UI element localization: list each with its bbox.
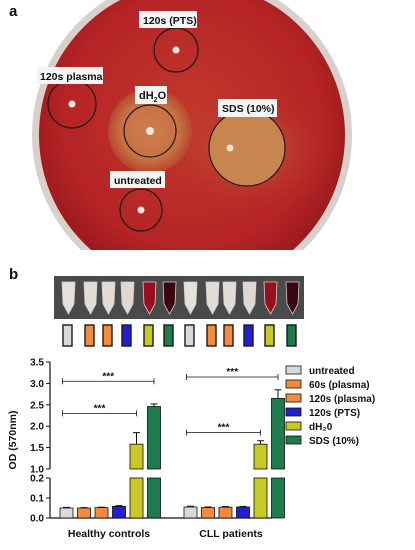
y-tick-label: 0.2 bbox=[30, 474, 44, 485]
legend-label: dH₂0 bbox=[309, 422, 333, 433]
tubes-image bbox=[54, 276, 304, 347]
untreated-well bbox=[137, 206, 145, 214]
significance-label: *** bbox=[218, 423, 230, 434]
chart-legend: untreated 60s (plasma) 120s (plasma) 120s (… bbox=[285, 365, 375, 447]
swatch bbox=[102, 324, 113, 347]
bar bbox=[236, 506, 250, 519]
bar bbox=[253, 443, 268, 470]
bar bbox=[271, 477, 285, 519]
label-pts: 120s (PTS) bbox=[143, 15, 197, 27]
label-dh2o-sub: 2 bbox=[154, 97, 158, 104]
legend-label: 120s (PTS) bbox=[309, 408, 360, 419]
tube bbox=[285, 281, 300, 315]
bar bbox=[218, 506, 233, 519]
bar bbox=[271, 397, 285, 470]
tube-group bbox=[61, 281, 300, 315]
chart-significance: *** *** *** *** bbox=[62, 367, 279, 436]
legend-swatch bbox=[285, 407, 302, 417]
swatch bbox=[243, 324, 254, 347]
tube bbox=[61, 281, 76, 315]
swatch bbox=[206, 324, 217, 347]
x-category-label: Healthy controls bbox=[68, 528, 150, 540]
legend-label: 60s (plasma) bbox=[309, 380, 370, 391]
label-dh2o: dH2O bbox=[139, 90, 167, 104]
label-dh2o-tail: O bbox=[158, 90, 167, 102]
label-box-untreated bbox=[110, 171, 165, 188]
legend-swatch bbox=[285, 379, 302, 389]
swatch bbox=[163, 324, 174, 347]
y-tick-label: 2.5 bbox=[30, 400, 44, 411]
swatch bbox=[62, 324, 73, 347]
legend-label: untreated bbox=[309, 366, 355, 377]
label-box-dh2o bbox=[135, 86, 167, 104]
bar bbox=[129, 443, 144, 470]
petri-dish-image: 120s (PTS) 120s plasma dH2O SDS (10%) un… bbox=[32, 0, 352, 250]
bar bbox=[147, 406, 161, 470]
tube bbox=[142, 281, 157, 315]
tube bbox=[263, 281, 278, 315]
y-tick-label: 1.5 bbox=[30, 443, 44, 454]
bar bbox=[59, 507, 74, 519]
tube bbox=[183, 281, 198, 315]
label-sds: SDS (10%) bbox=[222, 103, 275, 115]
y-tick-label: 0.0 bbox=[30, 514, 44, 525]
label-box-pts bbox=[139, 11, 197, 28]
y-tick-label: 3.5 bbox=[30, 358, 44, 369]
swatch bbox=[223, 324, 234, 347]
legend-swatch bbox=[285, 365, 302, 375]
legend-label: SDS (10%) bbox=[309, 436, 359, 447]
sds-well bbox=[226, 144, 234, 152]
bar bbox=[77, 507, 91, 519]
tube bbox=[162, 281, 177, 315]
panel-a-letter: a bbox=[9, 3, 18, 20]
swatch bbox=[184, 324, 195, 347]
swatch bbox=[121, 324, 132, 347]
swatch bbox=[143, 324, 154, 347]
bar bbox=[253, 477, 268, 519]
bar bbox=[94, 507, 109, 519]
tube bbox=[205, 281, 220, 315]
panel-b-letter: b bbox=[9, 266, 19, 283]
legend-swatch bbox=[285, 435, 302, 445]
untreated-well-ring bbox=[119, 188, 163, 232]
plasma-well bbox=[68, 100, 76, 108]
bar bbox=[147, 477, 161, 519]
bar bbox=[112, 505, 126, 519]
swatch bbox=[84, 324, 95, 347]
bar bbox=[201, 507, 215, 519]
label-dh2o-main: dH bbox=[139, 90, 154, 102]
y-tick-label: 1.0 bbox=[30, 465, 44, 476]
tube bbox=[222, 281, 237, 315]
label-box-plasma bbox=[37, 67, 103, 84]
significance-label: *** bbox=[94, 403, 106, 414]
label-plasma: 120s plasma bbox=[40, 71, 103, 83]
swatch bbox=[286, 324, 297, 347]
y-tick-label: 3.0 bbox=[30, 379, 44, 390]
tube bbox=[83, 281, 98, 315]
y-axis-label: OD (570nm) bbox=[7, 411, 19, 470]
swatch-group bbox=[62, 324, 297, 347]
tube bbox=[120, 281, 135, 315]
label-box-sds bbox=[218, 99, 277, 117]
y-tick-label: 2.0 bbox=[30, 422, 44, 433]
legend-swatch bbox=[285, 393, 302, 403]
tube bbox=[101, 281, 116, 315]
dh2o-well bbox=[146, 127, 154, 135]
x-category-label: CLL patients bbox=[199, 528, 263, 540]
chart-bars bbox=[59, 389, 285, 519]
chart-axes: 3.5 3.0 2.5 2.0 1.5 1.00.2 0.1 0.0 OD (570nm) Hea… bbox=[7, 358, 272, 540]
bar bbox=[183, 506, 198, 519]
label-untreated: untreated bbox=[114, 175, 162, 187]
y-tick-label: 0.1 bbox=[30, 494, 44, 505]
pts-well bbox=[172, 46, 180, 54]
swatch bbox=[264, 324, 275, 347]
legend-label: 120s (plasma) bbox=[309, 394, 375, 405]
tube bbox=[242, 281, 257, 315]
legend-swatch bbox=[285, 421, 302, 431]
dh2o-well-ring bbox=[123, 104, 177, 158]
bar bbox=[129, 477, 144, 519]
significance-label: *** bbox=[102, 371, 114, 382]
significance-label: *** bbox=[226, 367, 238, 378]
